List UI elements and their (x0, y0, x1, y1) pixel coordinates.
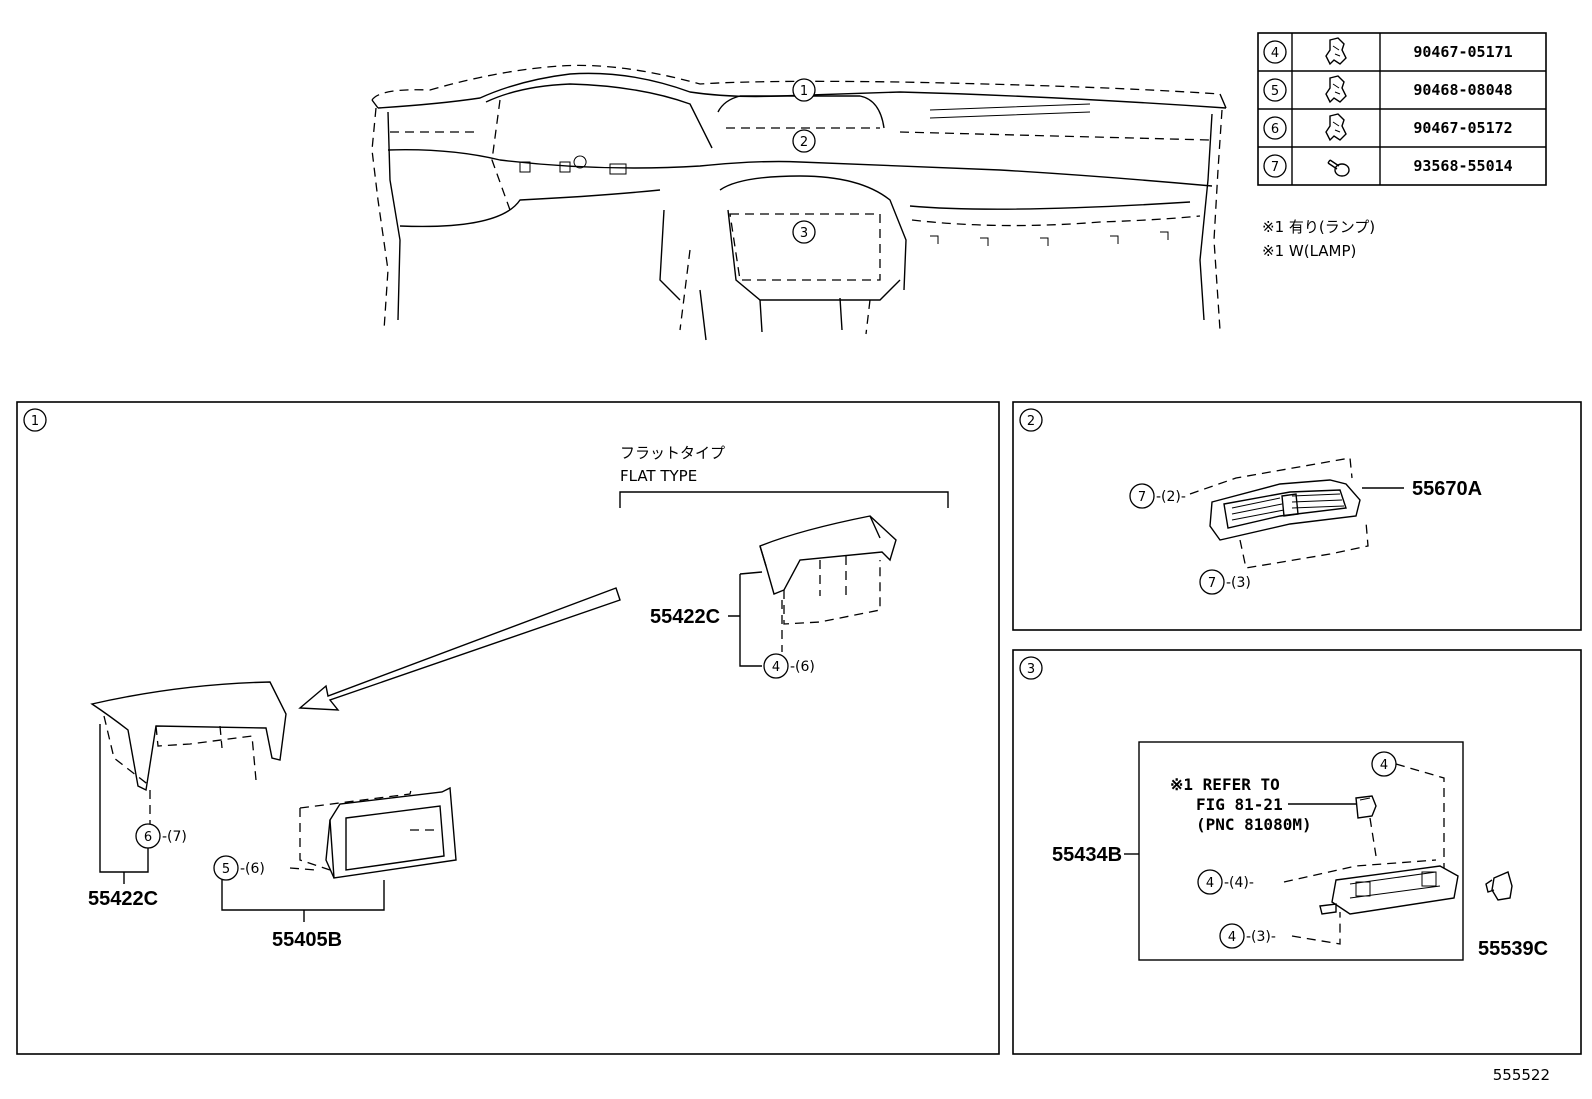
part-number-switch-base: 55434B (1052, 844, 1122, 866)
dashboard-overview-drawing: 1 2 3 (371, 64, 1227, 341)
svg-text:4: 4 (1206, 876, 1214, 891)
legend-no: 7 (1271, 160, 1279, 175)
part-number-switch: 55539C (1478, 938, 1548, 960)
refer-text-1: ※1 REFER TO (1170, 775, 1280, 794)
legend-row: 5 90468-08048 (1263, 75, 1513, 104)
callout-1: 1 (792, 78, 816, 102)
legend-no: 5 (1271, 84, 1279, 99)
vent-drawing (1209, 479, 1361, 541)
svg-text:4: 4 (1228, 930, 1236, 945)
legend-part-number: 93568-55014 (1413, 157, 1512, 175)
part-number-vent: 55670A (1412, 478, 1482, 500)
qty-flat-hood: -(6) (790, 659, 815, 675)
legend-part-number: 90467-05171 (1413, 43, 1512, 61)
svg-text:2: 2 (800, 135, 808, 150)
svg-text:7: 7 (1208, 576, 1216, 591)
display-panel-drawing (299, 785, 457, 879)
note-jp: ※1 有り(ランプ) (1262, 218, 1375, 236)
switch-panel-drawing (1319, 865, 1459, 915)
svg-text:1: 1 (800, 84, 808, 99)
clip-icon (1325, 75, 1347, 104)
flat-hood-drawing (759, 515, 897, 625)
figure-number: 555522 (1493, 1066, 1550, 1084)
callout-3: 3 (792, 220, 816, 244)
qty-panel: -(6) (240, 861, 265, 877)
hood-drawing (90, 681, 287, 792)
legend-row: 6 90467-05172 (1263, 113, 1513, 142)
panel-1-label: 1 (31, 414, 39, 429)
lamp-drawing (1355, 795, 1377, 819)
part-number-flat-hood: 55422C (650, 606, 720, 628)
part-number-display: 55405B (272, 929, 342, 951)
legend-table: 4 90467-05171 5 90468-08048 6 (1257, 32, 1547, 186)
legend-no: 4 (1271, 46, 1279, 61)
direction-arrow (298, 587, 621, 711)
qty-switch-bottom: -(3)- (1246, 929, 1276, 945)
svg-text:6: 6 (144, 830, 152, 845)
svg-text:3: 3 (800, 226, 808, 241)
clip-icon (1325, 37, 1347, 66)
panel-3: 3 ※1 REFER TO FIG 81-21 (PNC 81080M) 4 4… (1012, 649, 1582, 1055)
panel-2-label: 2 (1027, 414, 1035, 429)
legend-row: 7 93568-55014 (1263, 154, 1513, 178)
legend-part-number: 90467-05172 (1413, 119, 1512, 137)
svg-text:5: 5 (222, 862, 230, 877)
refer-text-2: FIG 81-21 (1196, 795, 1283, 814)
clip-icon (1325, 113, 1347, 142)
svg-text:4: 4 (1380, 758, 1388, 773)
qty-switch-mid: -(4)- (1224, 875, 1254, 891)
legend-no: 6 (1271, 122, 1279, 137)
callout-2: 2 (792, 129, 816, 153)
note-en: ※1 W(LAMP) (1262, 242, 1356, 260)
switch-knob-drawing (1485, 871, 1513, 901)
screw-icon (1327, 159, 1350, 177)
qty-hood: -(7) (162, 829, 187, 845)
panel-2: 2 7 -(2)- 55670A 7 -(3) (1012, 401, 1582, 631)
svg-text:4: 4 (772, 660, 780, 675)
panel-3-label: 3 (1027, 662, 1035, 677)
qty-vent-bottom: -(3) (1226, 575, 1251, 591)
svg-text:7: 7 (1138, 490, 1146, 505)
flat-type-label-en: FLAT TYPE (620, 467, 697, 485)
legend-part-number: 90468-08048 (1413, 81, 1512, 99)
panel-1: 1 フラットタイプ FLAT TYPE 55422C 4 -(6) 6 -(7) (16, 401, 1000, 1055)
legend-row: 4 90467-05171 (1263, 37, 1513, 66)
flat-type-label-jp: フラットタイプ (620, 444, 725, 462)
part-number-hood: 55422C (88, 888, 158, 910)
refer-text-3: (PNC 81080M) (1196, 815, 1312, 834)
qty-vent-top: -(2)- (1156, 489, 1186, 505)
